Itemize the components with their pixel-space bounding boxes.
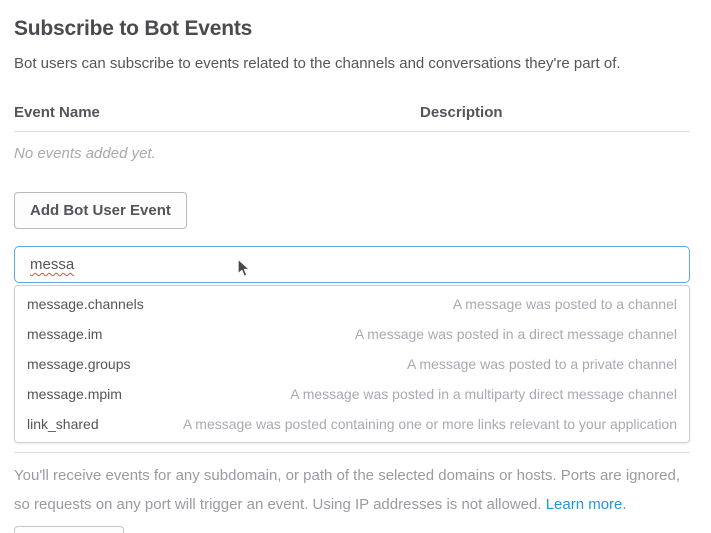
suggestion-link-shared[interactable]: link_shared A message was posted contain… xyxy=(15,409,689,439)
suggestion-description: A message was posted to a private channe… xyxy=(406,356,677,372)
footer-note: You'll receive events for any subdomain,… xyxy=(14,461,690,519)
page-subtitle: Bot users can subscribe to events relate… xyxy=(14,55,621,72)
suggestion-description: A message was posted in a direct message… xyxy=(354,326,677,342)
column-header-description: Description xyxy=(420,104,503,121)
event-search-value: messa xyxy=(30,256,75,273)
page-title: Subscribe to Bot Events xyxy=(14,17,253,40)
suggestion-description: A message was posted to a channel xyxy=(452,296,677,312)
suggestion-name: message.channels xyxy=(27,296,144,312)
events-table-header: Event Name Description xyxy=(14,105,690,132)
suggestion-message-channels[interactable]: message.channels A message was posted to… xyxy=(15,289,689,319)
column-header-event-name: Event Name xyxy=(14,104,100,121)
suggestion-message-im[interactable]: message.im A message was posted in a dir… xyxy=(15,319,689,349)
event-search-input[interactable]: messa xyxy=(14,246,690,283)
suggestion-message-mpim[interactable]: message.mpim A message was posted in a m… xyxy=(15,379,689,409)
footer-text: You'll receive events for any subdomain,… xyxy=(14,467,681,513)
event-suggestions-dropdown: message.channels A message was posted to… xyxy=(14,285,690,443)
partial-bottom-button[interactable] xyxy=(14,526,124,533)
suggestion-description: A message was posted containing one or m… xyxy=(182,416,677,432)
section-divider xyxy=(14,452,690,453)
suggestion-name: message.im xyxy=(27,326,103,342)
add-bot-user-event-button[interactable]: Add Bot User Event xyxy=(14,192,187,229)
empty-events-message: No events added yet. xyxy=(14,145,156,162)
suggestion-message-groups[interactable]: message.groups A message was posted to a… xyxy=(15,349,689,379)
learn-more-link[interactable]: Learn more. xyxy=(545,496,627,513)
subscribe-bot-events-section: Subscribe to Bot Events Bot users can su… xyxy=(14,0,690,533)
suggestion-name: message.groups xyxy=(27,356,131,372)
suggestion-name: message.mpim xyxy=(27,386,122,402)
suggestion-description: A message was posted in a multiparty dir… xyxy=(290,386,677,402)
suggestion-name: link_shared xyxy=(27,416,99,432)
